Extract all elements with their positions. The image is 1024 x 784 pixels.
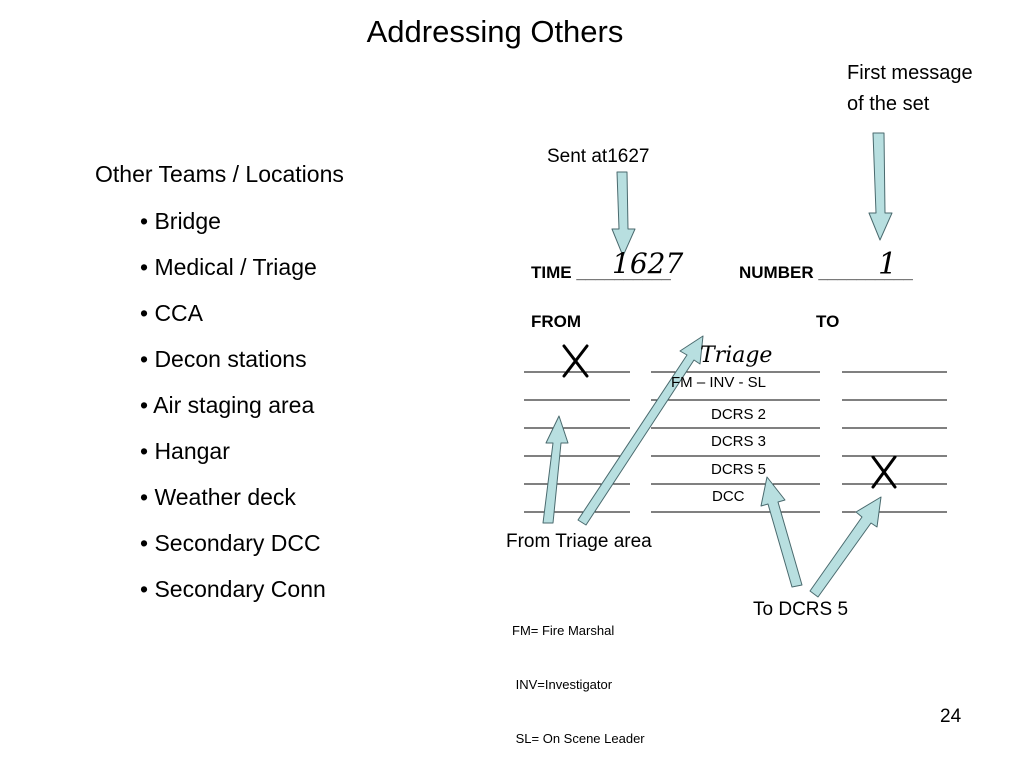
form-rule-lines	[524, 371, 947, 513]
sent-at-callout: Sent at1627	[547, 146, 650, 167]
from-triage-arrow-right	[577, 335, 704, 526]
team-item-medical-triage: • Medical / Triage	[140, 254, 317, 280]
teams-heading: Other Teams / Locations	[95, 161, 344, 187]
team-item-weather-deck: • Weather deck	[140, 484, 296, 510]
to-dcrs-arrow-right	[809, 496, 882, 598]
team-item-hangar: • Hangar	[140, 438, 230, 464]
handwritten-x-from	[562, 344, 589, 378]
form-row-dcrs2: DCRS 2	[711, 406, 767, 423]
legend-sl: SL= On Scene Leader	[512, 731, 645, 746]
handwritten-from-triage: Triage	[700, 343, 773, 368]
from-triage-arrow-left	[542, 415, 569, 524]
team-item-secondary-dcc: • Secondary DCC	[140, 530, 321, 556]
team-item-air-staging-area: • Air staging area	[140, 392, 315, 418]
number-label: NUMBER __________	[739, 263, 913, 282]
handwritten-x-to	[871, 455, 897, 489]
from-label: FROM	[531, 312, 582, 331]
form-row-fm-inv-sl: FM – INV - SL	[671, 374, 767, 391]
page-number: 24	[940, 706, 962, 727]
sent-at-arrow	[611, 171, 636, 257]
to-dcrs-arrow-left	[760, 476, 803, 588]
legend-inv: INV=Investigator	[512, 677, 613, 692]
team-item-secondary-conn: • Secondary Conn	[140, 576, 326, 602]
slide-title: Addressing Others	[366, 14, 624, 49]
first-message-line2: of the set	[847, 93, 930, 115]
abbreviation-legend: FM= Fire Marshal INV=Investigator SL= On…	[512, 586, 645, 784]
handwritten-time: 1627	[612, 247, 684, 280]
form-lines-and-arrows	[524, 132, 947, 598]
team-item-decon-stations: • Decon stations	[140, 346, 307, 372]
form-row-dcc: DCC	[712, 488, 745, 505]
handwritten-number: 1	[878, 247, 898, 282]
time-label: TIME __________	[531, 263, 671, 282]
from-triage-callout: From Triage area	[506, 531, 652, 552]
team-item-cca: • CCA	[140, 300, 204, 326]
team-item-bridge: • Bridge	[140, 208, 221, 234]
to-dcrs-callout: To DCRS 5	[753, 599, 849, 620]
slide: Addressing Others Other Teams / Location…	[95, 14, 973, 746]
to-label: TO	[816, 312, 840, 331]
legend-fm: FM= Fire Marshal	[512, 623, 615, 638]
first-message-arrow	[868, 132, 893, 241]
first-message-callout: First message of the set	[847, 58, 973, 120]
first-message-line1: First message	[847, 62, 973, 84]
form-row-dcrs3: DCRS 3	[711, 433, 767, 450]
form-row-dcrs5: DCRS 5	[711, 461, 767, 478]
